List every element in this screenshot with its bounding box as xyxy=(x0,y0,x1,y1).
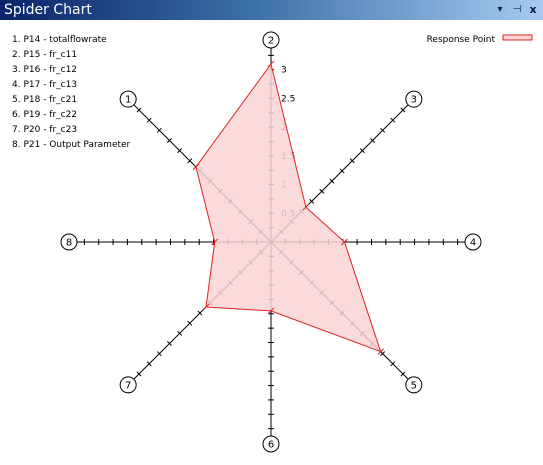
parameter-item: 5. P18 - fr_c21 xyxy=(12,95,78,105)
axis-tick xyxy=(400,371,406,377)
parameter-item: 4. P17 - fr_c13 xyxy=(12,80,78,90)
axis-tick xyxy=(177,330,183,336)
axis-tick xyxy=(370,138,375,143)
close-icon[interactable]: x xyxy=(529,3,537,16)
axis-label: 7 xyxy=(125,380,131,391)
axis-tick xyxy=(349,158,355,164)
axis-badge-3: 3 xyxy=(405,90,423,108)
data-point-marker xyxy=(341,238,348,246)
series-layer xyxy=(192,60,384,355)
axis-badge-2: 2 xyxy=(262,31,280,49)
axis-tick xyxy=(187,320,193,326)
axis-tick xyxy=(309,198,315,204)
data-point-marker xyxy=(202,303,210,311)
axis-badge-4: 4 xyxy=(464,233,482,251)
parameter-item: 6. P19 - fr_c22 xyxy=(12,110,78,120)
parameter-list: 1. P14 - totalflowrate 2. P15 - fr_c11 3… xyxy=(12,33,130,153)
axis-badge-5: 5 xyxy=(405,376,423,394)
data-point-marker xyxy=(192,163,200,171)
axis-label: 4 xyxy=(470,238,476,249)
axis-badges: 1 2 3 4 5 6 7 8 xyxy=(60,31,482,453)
pin-icon[interactable]: ⊣ xyxy=(512,4,522,15)
axis-tick xyxy=(390,117,396,123)
parameter-item: 2. P15 - fr_c11 xyxy=(12,50,78,60)
data-point-marker xyxy=(267,307,275,315)
axis-tick xyxy=(167,138,172,143)
axis-label: 2 xyxy=(268,36,274,47)
series-polygon xyxy=(195,62,382,353)
axis-tick xyxy=(146,117,152,123)
axis-tick xyxy=(156,351,162,357)
axis-tick xyxy=(380,351,386,357)
axis-label: 3 xyxy=(411,95,417,106)
axis-badge-6: 6 xyxy=(262,435,280,453)
legend-swatch xyxy=(502,34,533,41)
axis-tick xyxy=(400,107,406,113)
axis-tick xyxy=(319,188,325,194)
parameter-item: 1. P14 - totalflowrate xyxy=(12,35,107,45)
parameter-item: 7. P20 - fr_c23 xyxy=(12,125,78,135)
axis-tick xyxy=(136,371,142,377)
data-point-marker xyxy=(377,348,384,355)
axis-tick xyxy=(167,341,172,346)
axis-badge-1: 1 xyxy=(119,90,137,108)
axis-tick xyxy=(136,107,142,113)
axis-badge-7: 7 xyxy=(119,376,137,394)
data-point-marker xyxy=(211,238,219,246)
scale-label: 2.5 xyxy=(281,94,295,104)
axis-label: 8 xyxy=(66,238,72,249)
axis-tick xyxy=(156,127,162,133)
scale-label: 3 xyxy=(281,66,287,76)
window-title: Spider Chart xyxy=(4,2,92,18)
axis-tick xyxy=(177,148,183,154)
axis-label: 1 xyxy=(125,95,131,106)
axis-badge-8: 8 xyxy=(60,233,78,251)
axis-tick xyxy=(339,168,345,174)
menu-dropdown-icon[interactable]: ▾ xyxy=(497,4,503,15)
series-legend: Response Point xyxy=(427,34,533,45)
axis-tick xyxy=(329,178,335,184)
parameter-item: 8. P21 - Output Parameter xyxy=(12,140,131,150)
parameter-item: 3. P16 - fr_c12 xyxy=(12,65,78,75)
data-point-marker xyxy=(267,60,275,68)
axis-tick xyxy=(146,361,152,367)
legend-label: Response Point xyxy=(427,35,496,45)
data-point-marker xyxy=(302,203,310,211)
axis-label: 5 xyxy=(411,380,417,391)
axis-tick xyxy=(187,158,193,164)
title-bar: Spider Chart ▾ ⊣ x xyxy=(0,0,543,20)
axis-label: 6 xyxy=(268,440,274,451)
axis-tick xyxy=(380,127,386,133)
axis-tick xyxy=(197,310,203,316)
axis-tick xyxy=(359,148,365,154)
axis-tick xyxy=(390,361,396,367)
